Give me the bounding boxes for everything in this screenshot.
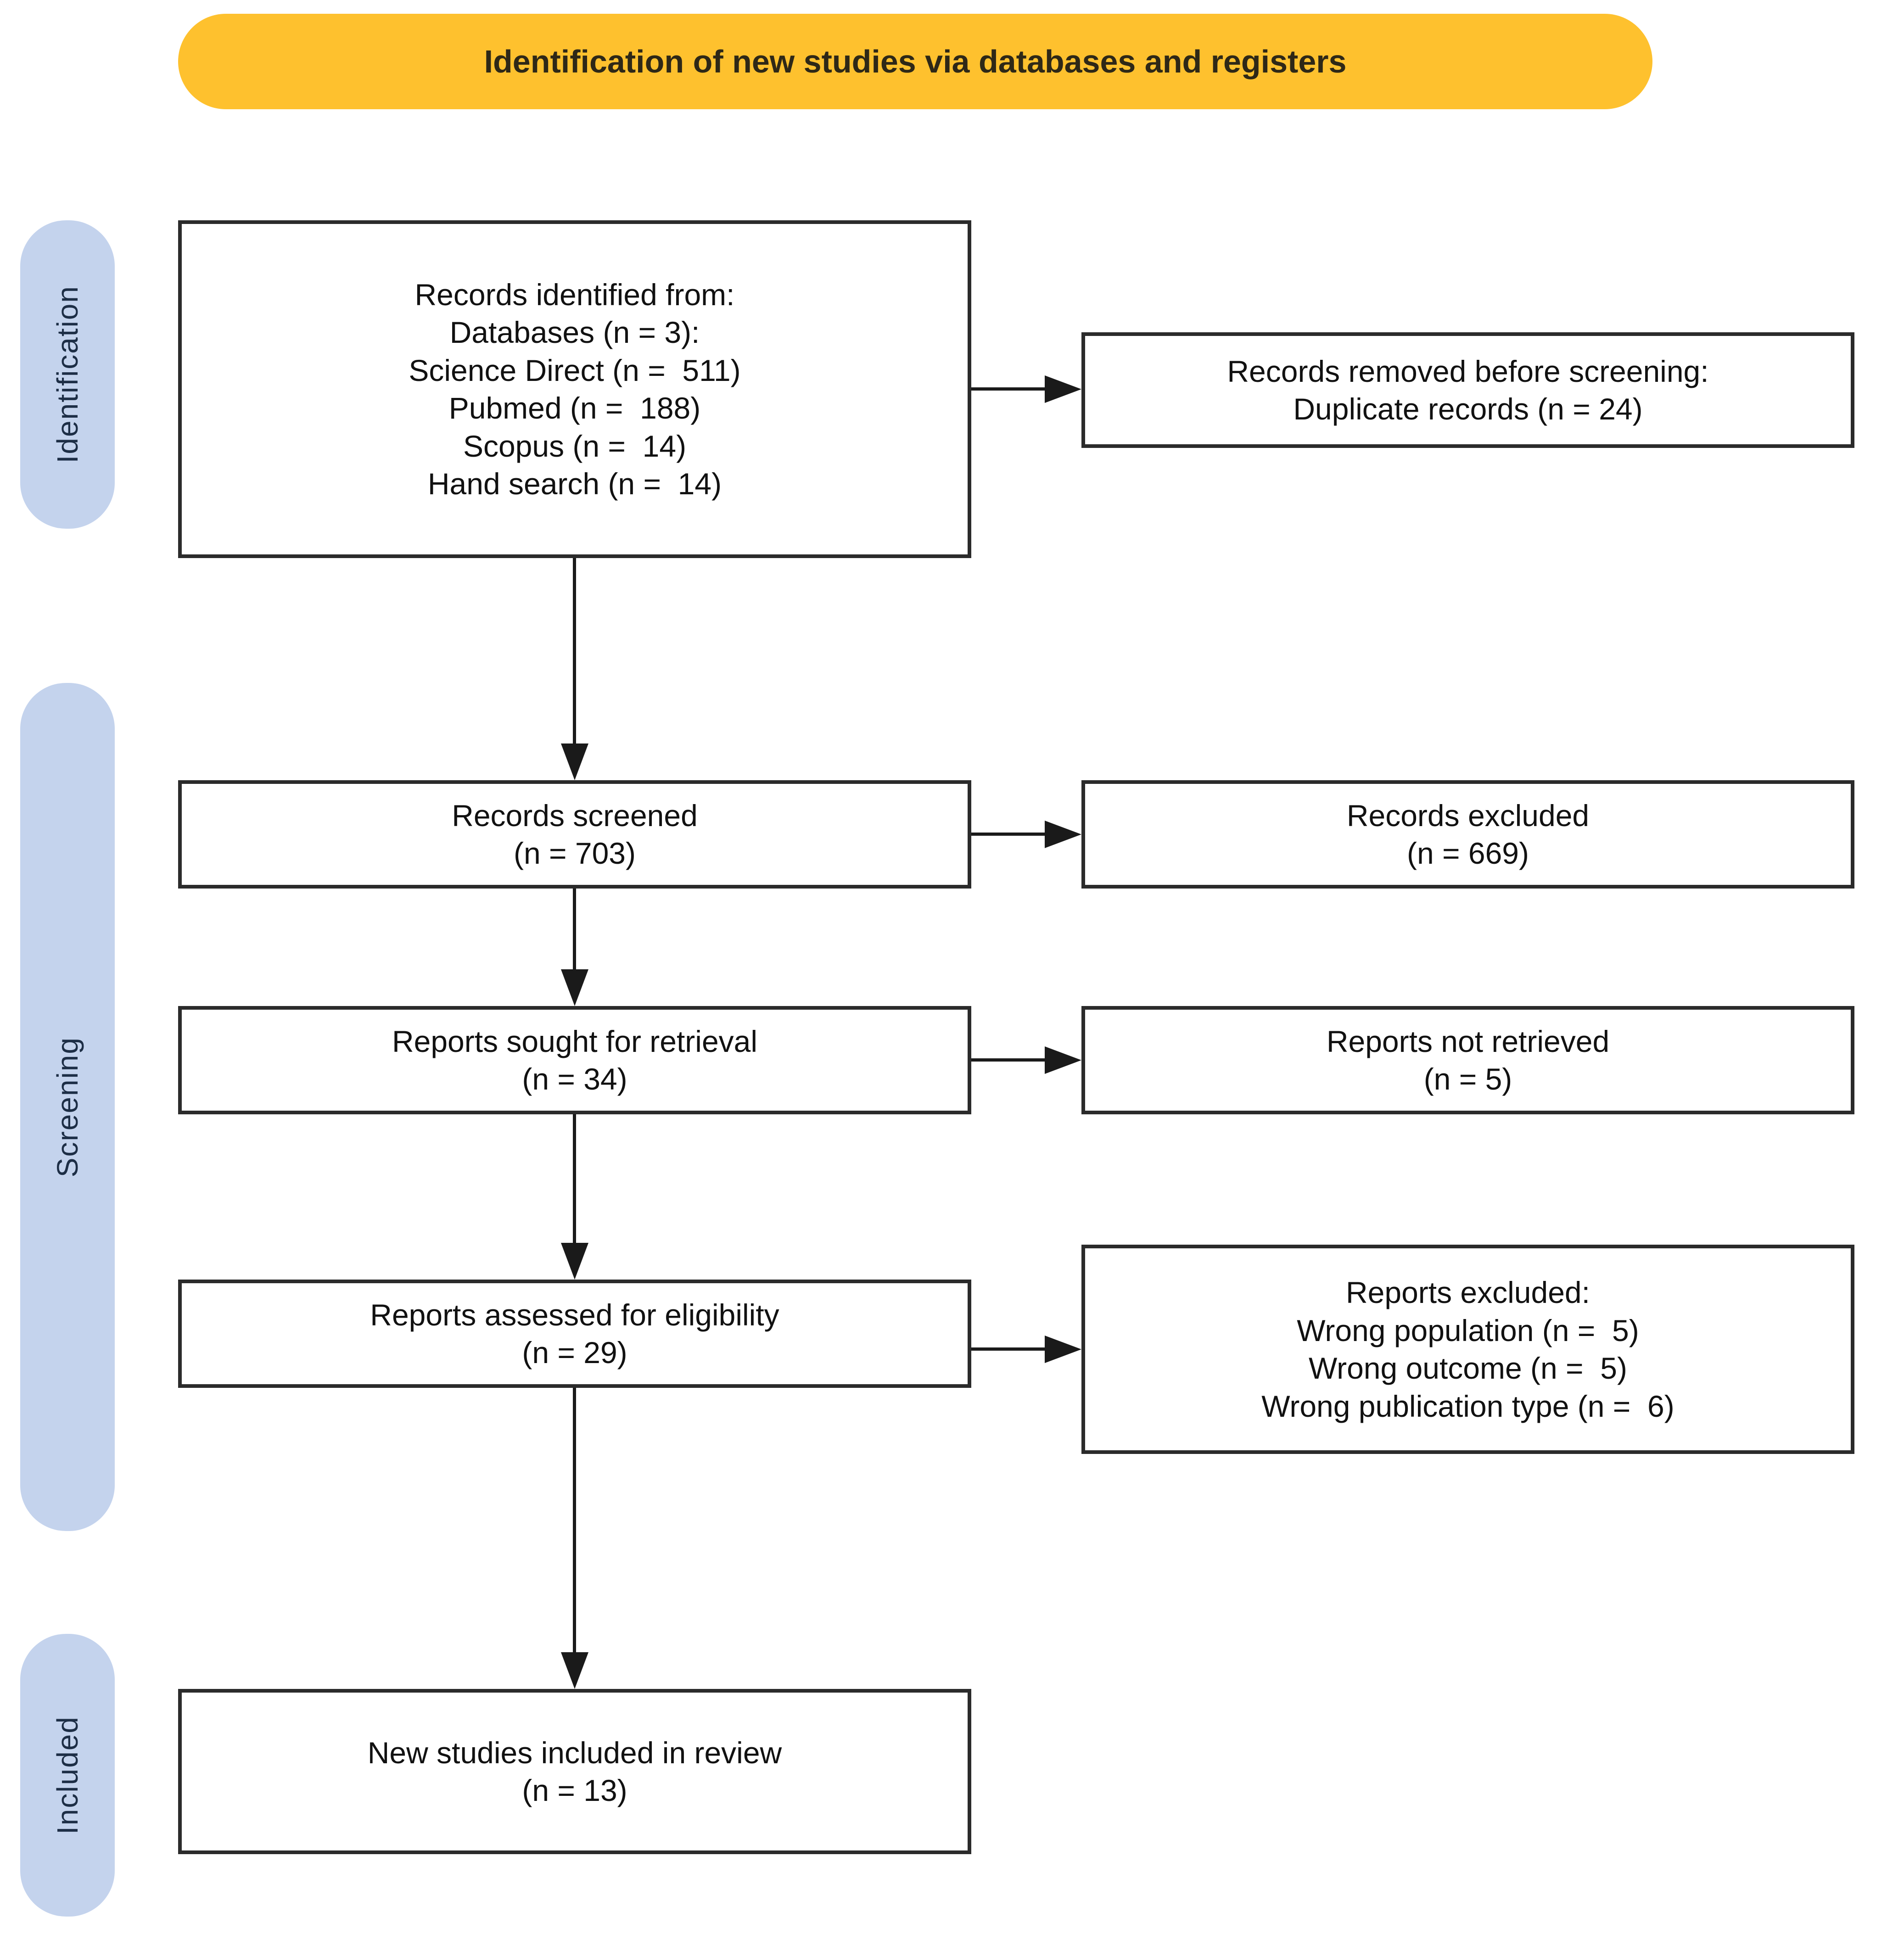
box-reports-excluded: Reports excluded: Wrong population (n = … xyxy=(1081,1245,1854,1454)
stage-pill-identification: Identification xyxy=(20,220,115,529)
arrow-head-right-icon xyxy=(1045,1046,1081,1074)
stage-label-identification: Identification xyxy=(51,285,84,464)
box-records-removed: Records removed before screening: Duplic… xyxy=(1081,332,1854,448)
arrow-line xyxy=(971,833,1045,836)
box-new-studies-included: New studies included in review (n = 13) xyxy=(178,1689,971,1854)
arrow-head-down-icon xyxy=(561,969,588,1006)
stage-label-screening: Screening xyxy=(51,1036,84,1178)
stage-pill-included: Included xyxy=(20,1634,115,1917)
arrow-head-right-icon xyxy=(1045,1336,1081,1363)
stage-pill-screening: Screening xyxy=(20,683,115,1531)
box-records-excluded-text: Records excluded (n = 669) xyxy=(1346,798,1590,871)
box-reports-not-retrieved: Reports not retrieved (n = 5) xyxy=(1081,1006,1854,1114)
box-records-identified: Records identified from: Databases (n = … xyxy=(178,220,971,558)
box-reports-not-retrieved-text: Reports not retrieved (n = 5) xyxy=(1326,1024,1610,1096)
arrow-head-right-icon xyxy=(1045,821,1081,848)
box-records-removed-text: Records removed before screening: Duplic… xyxy=(1227,354,1709,426)
arrow-line xyxy=(573,1114,576,1243)
arrow-head-down-icon xyxy=(561,1652,588,1689)
arrow-line xyxy=(971,387,1045,391)
arrow-line xyxy=(971,1058,1045,1062)
box-new-studies-included-text: New studies included in review (n = 13) xyxy=(367,1735,782,1808)
box-reports-excluded-text: Reports excluded: Wrong population (n = … xyxy=(1261,1275,1674,1423)
arrow-line xyxy=(573,889,576,969)
box-records-screened: Records screened (n = 703) xyxy=(178,780,971,889)
box-records-screened-text: Records screened (n = 703) xyxy=(452,798,698,871)
arrow-head-down-icon xyxy=(561,1243,588,1280)
box-reports-sought: Reports sought for retrieval (n = 34) xyxy=(178,1006,971,1114)
arrow-line xyxy=(971,1347,1045,1351)
box-records-excluded: Records excluded (n = 669) xyxy=(1081,780,1854,889)
arrow-line xyxy=(573,558,576,743)
box-reports-assessed-text: Reports assessed for eligibility (n = 29… xyxy=(370,1297,779,1370)
arrow-line xyxy=(573,1388,576,1652)
stage-label-included: Included xyxy=(51,1716,84,1834)
arrow-head-down-icon xyxy=(561,743,588,780)
box-records-identified-text: Records identified from: Databases (n = … xyxy=(409,277,741,501)
box-reports-assessed: Reports assessed for eligibility (n = 29… xyxy=(178,1280,971,1388)
box-reports-sought-text: Reports sought for retrieval (n = 34) xyxy=(392,1024,758,1096)
banner-title: Identification of new studies via databa… xyxy=(484,44,1347,79)
arrow-head-right-icon xyxy=(1045,375,1081,403)
banner-identification-of-new-studies: Identification of new studies via databa… xyxy=(178,14,1652,109)
